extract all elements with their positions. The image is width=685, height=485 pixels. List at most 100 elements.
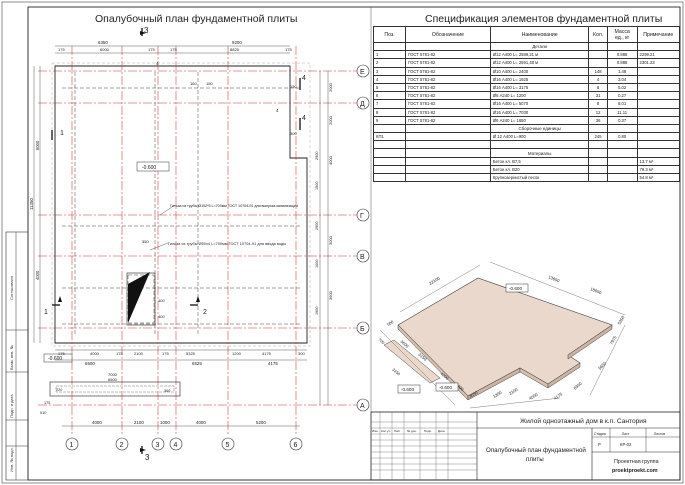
spec-section-materials: Материалы [489,148,590,158]
row-mass: 0.888 [606,50,638,60]
spec-header-qty: Кол. [588,26,608,43]
axis-dim-0: 4000 [92,420,102,425]
dim-left-1: 4000 [35,270,40,280]
row-note [636,82,681,93]
note-sleeve-water: Гильза из трубы Ø50х4 L=700мм ГОСТ 10704… [168,242,286,246]
stamp-stage-label: Стадия [594,432,606,436]
stamp-site: proektproekt.com [612,468,658,474]
row-note [636,132,681,142]
row-note [636,91,681,101]
dim-left-0: 6000 [35,140,40,150]
row-pos: 2 [372,58,407,68]
axis-row-E: Е [360,69,365,76]
formwork-plan: 1 2 3 3 4 4 1 -0.600 -0.600 Гильза из тр… [29,26,370,462]
iso-dim-3: 7975 [609,334,618,345]
row-pos: 1 [372,50,407,60]
stamp-sheet-title-2: плиты [526,456,544,463]
dim-bot-3: 2100 [134,351,144,356]
row-name: Ø16 А400 L= 1925 [489,74,590,84]
dim-top-r2-4: 8825 [230,47,240,52]
row-doc: ГОСТ 5781-82 [405,58,491,68]
row-pos: КП1 [372,132,407,142]
spec-header-mass: Масса ед., кг [606,26,638,43]
row-mass: 0.37 [606,115,638,125]
row-pos: 5 [372,82,407,93]
row-qty: 12 [588,107,608,117]
iso-dim-6: 6350 [572,381,583,391]
label-4b: 4 [156,61,159,66]
side-label-0: Согласовано [9,275,14,300]
label-400b: 400 [158,314,165,319]
section-mark-4a: 4 [302,75,306,82]
dim-bot-0: 175 [58,351,65,356]
dim-top-r3-0: 160 [190,81,197,86]
small-rect-dim-1: 6500 [108,377,118,382]
row-name: Ø12 А400 L= 2589,21 м [489,50,590,60]
stamp-sheet-value: КР-02 [620,442,632,447]
dim-bot-7: 4175 [262,351,272,356]
stamp-sheet-title-1: Опалубочный план фундаментной [486,447,586,454]
spec-header-name: Наименование [489,26,590,43]
iso-dim-10: 1300 [492,390,503,399]
row-pos: 6 [372,91,407,101]
iso-dim-8: 4000 [528,392,539,401]
axis-dim-4: 5200 [256,420,266,425]
dim-top-r2-2: 175 [148,47,155,52]
dim-right-4: 3600 [328,290,333,300]
iso-dim-12: 2200 [454,382,465,392]
row-mass: 8.01 [606,99,638,109]
axis-row-G: Г [360,213,364,220]
row-mass: 0.27 [606,91,638,101]
axis-row-B: Б [360,326,365,333]
row-name: Ø6 А240 L= 1200 [489,91,590,101]
dim-top-r2-1: 6000 [100,47,110,52]
row-mass: 11.11 [606,107,638,117]
row-doc: ГОСТ 5781-82 [405,74,491,84]
row-doc: ГОСТ 5781-82 [405,66,491,76]
row-note: 2301.23 [636,58,681,68]
iso-dim-15: 3600 [399,339,410,349]
stamp-col-4: Подп. [424,429,432,433]
stamp-stage-value: Р [598,442,601,447]
dim-top-r2-0: 175 [58,47,65,52]
axis-col-1: 1 [70,442,74,449]
label-400a: 400 [158,298,165,303]
dim-top-r3-2: 150 [290,84,297,89]
stamp-company: Проектная группа [614,459,659,465]
material-name: Крупнозернистый песок [489,172,590,183]
row-pos: 4 [372,74,407,84]
axis-row-A: А [360,403,365,410]
section-mark-4b: 4 [302,115,306,122]
iso-dim-9: 2100 [508,387,519,396]
spec-header-note: Примечание [636,26,681,43]
stamp-sheet-label: Лист [622,432,630,436]
side-label-2: Подп. и дата [9,394,14,418]
iso-level-0: -0.600 [509,286,522,291]
stamp-col-2: Лист [394,429,401,433]
dim-top-1: 6350 [98,40,108,45]
row-mass: 3.04 [606,74,638,84]
spec-table: Поз. Обозначение Наименование Кол. Масса… [372,26,681,183]
spec-title: Спецификация элементов фундаментной плит… [425,13,663,25]
row-qty: 31 [588,91,608,101]
dim-right-1: 2000 [328,115,333,125]
stamp-col-1: Кол.уч. [381,429,391,433]
section-mark-3b: 3 [145,453,150,462]
spec-header-row: Поз. Обозначение Наименование Кол. Масса… [372,26,681,43]
dim-right-inner-4: 1900 [315,307,319,315]
axis-dim-2: 1000 [160,420,170,425]
label-350: 350 [142,239,149,244]
material-name: Бетон кл. В20 [489,164,590,175]
dim-bot2-1: 6525 [192,361,202,366]
row-qty: 4 [588,74,608,84]
row-qty: 245 [588,132,608,142]
row-qty: 36 [588,115,608,125]
small-rect-dim-0: 7000 [108,372,118,377]
